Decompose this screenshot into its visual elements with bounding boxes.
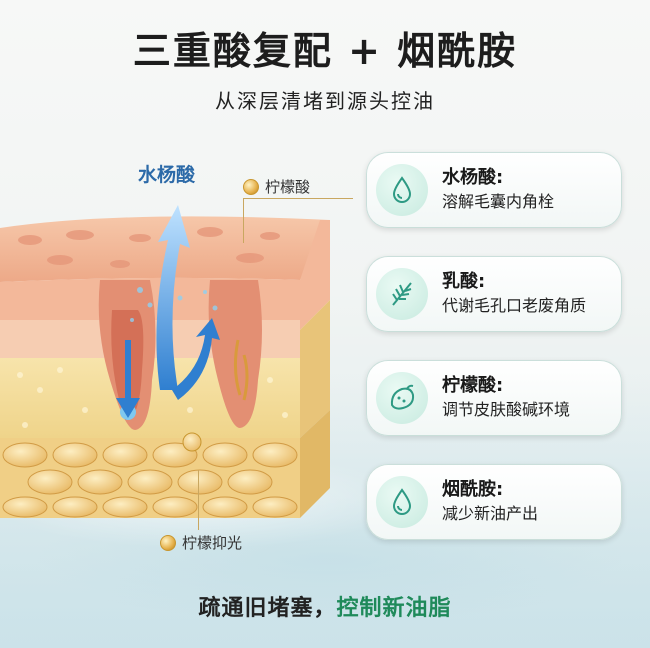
- page-subtitle: 从深层清堵到源头控油: [215, 89, 435, 113]
- ingredient-card: 水杨酸: 溶解毛囊内角栓: [366, 152, 622, 228]
- leaf-icon: [376, 268, 428, 320]
- card-description: 溶解毛囊内角栓: [442, 192, 555, 211]
- penetration-arrow-curve: [172, 318, 220, 400]
- page-title: 三重酸复配 + 烟酰胺: [132, 29, 518, 73]
- citric-brightening-text: 柠檬抑光: [182, 534, 243, 552]
- card-title: 乳酸:: [442, 271, 486, 292]
- salicylic-acid-label: 水杨酸: [138, 164, 196, 186]
- footer-slogan-part1: 疏通旧堵塞，: [198, 596, 337, 621]
- ingredient-card: 乳酸: 代谢毛孔口老废角质: [366, 256, 622, 332]
- gold-dot-icon: [160, 534, 176, 551]
- salicylic-arrow-up: [156, 205, 190, 390]
- citric-brightening-label: 柠檬抑光: [160, 532, 242, 553]
- card-title: 柠檬酸:: [442, 375, 504, 396]
- lemon-icon: [376, 372, 428, 424]
- citric-leader-drop: [243, 198, 244, 243]
- card-description: 调节皮肤酸碱环境: [442, 400, 571, 419]
- citric-acid-text: 柠檬酸: [265, 178, 311, 196]
- footer-slogan: 疏通旧堵塞，控制新油脂: [0, 590, 650, 622]
- water-drop-icon: [376, 164, 428, 216]
- water-drop-icon: [376, 476, 428, 528]
- ingredient-card: 烟酰胺: 减少新油产出: [366, 464, 622, 540]
- citric-acid-label: 柠檬酸: [243, 176, 310, 197]
- skin-layer-diagram: [0, 205, 330, 518]
- brightening-leader-line: [198, 470, 199, 530]
- footer-slogan-part2: 控制新油脂: [336, 596, 452, 621]
- citric-leader-line: [243, 198, 353, 199]
- gold-dot-icon: [243, 178, 259, 195]
- card-description: 代谢毛孔口老废角质: [442, 296, 587, 315]
- card-title: 水杨酸:: [442, 167, 504, 188]
- card-description: 减少新油产出: [442, 504, 539, 523]
- ingredient-card: 柠檬酸: 调节皮肤酸碱环境: [366, 360, 622, 436]
- penetration-arrow-down: [116, 340, 140, 418]
- card-title: 烟酰胺:: [442, 479, 504, 500]
